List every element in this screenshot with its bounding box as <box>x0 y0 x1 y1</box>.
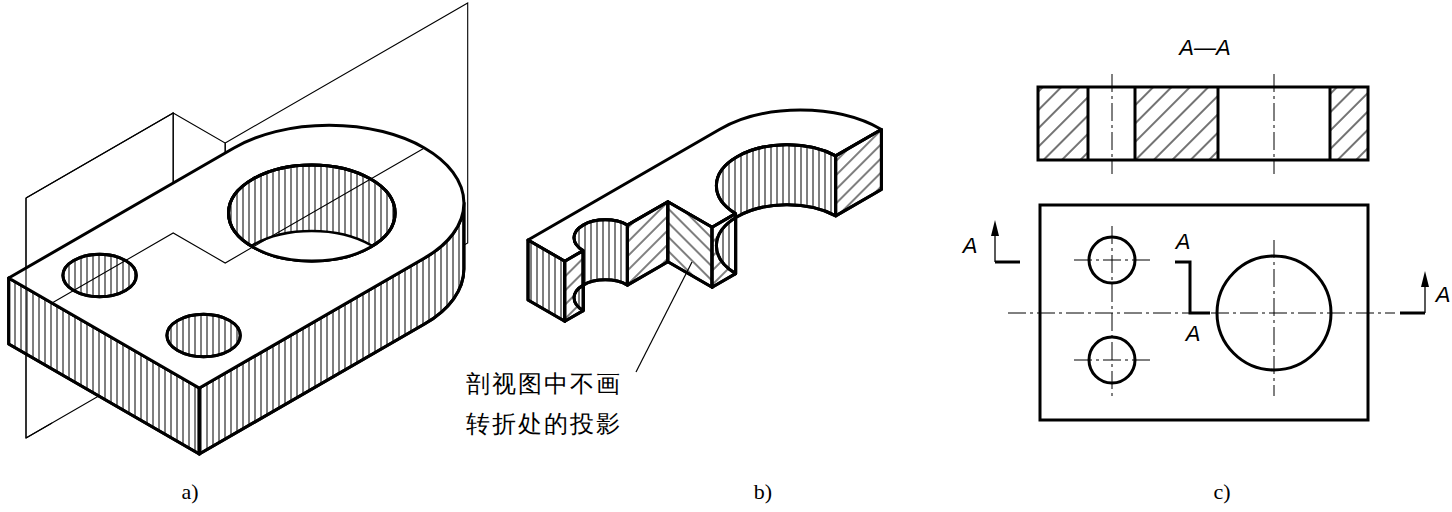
figure-label: c) <box>1213 481 1230 503</box>
section-letter: A <box>963 235 978 257</box>
figure-label: b) <box>754 481 772 503</box>
top-view <box>991 205 1429 420</box>
plate-isometric <box>9 125 464 454</box>
callout-note: 剖视图中不画 转折处的投影 <box>466 364 624 444</box>
section-title: A—A <box>1179 37 1230 59</box>
section-isometric <box>528 110 881 321</box>
leader-line <box>636 262 692 372</box>
section-letter: A <box>1436 284 1451 306</box>
section-letter: A <box>1186 323 1201 345</box>
figure-label: a) <box>181 481 198 503</box>
cutting-plane-trace <box>26 113 424 438</box>
section-letter: A <box>1176 231 1191 253</box>
section-view <box>1038 74 1368 174</box>
